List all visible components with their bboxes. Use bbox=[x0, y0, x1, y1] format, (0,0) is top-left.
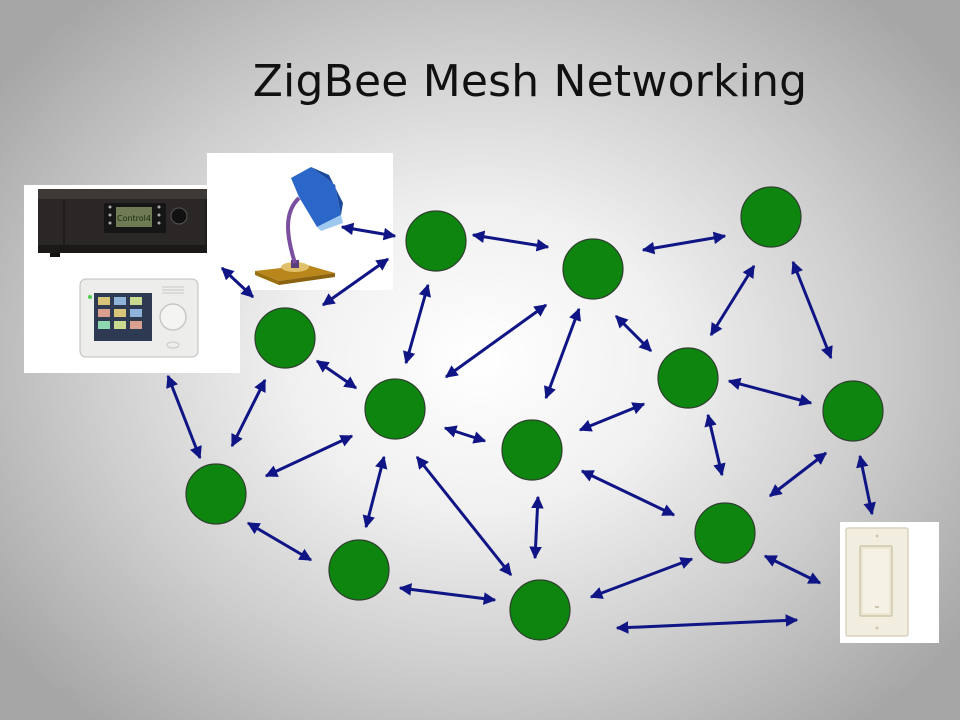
mesh-node-10 bbox=[694, 502, 756, 564]
bidirectional-link-arrow bbox=[614, 314, 653, 353]
bidirectional-link-arrow bbox=[340, 222, 397, 241]
bidirectional-link-arrow bbox=[321, 257, 390, 307]
bidirectional-link-arrow bbox=[769, 451, 827, 498]
bidirectional-link-arrow bbox=[791, 260, 833, 360]
bidirectional-link-arrow bbox=[166, 374, 202, 460]
bidirectional-link-arrow bbox=[763, 554, 822, 585]
bidirectional-link-arrow bbox=[398, 583, 497, 605]
mesh-node-11 bbox=[328, 539, 390, 601]
mesh-node-1 bbox=[405, 210, 467, 272]
switch-picture bbox=[840, 522, 939, 643]
bidirectional-link-arrow bbox=[362, 455, 388, 529]
mesh-node-7 bbox=[657, 347, 719, 409]
mesh-node-12 bbox=[509, 579, 571, 641]
av-receiver-icon: Control4 bbox=[38, 189, 230, 257]
desk-lamp-icon bbox=[255, 167, 343, 285]
bidirectional-link-arrow bbox=[315, 359, 358, 390]
bidirectional-link-arrow bbox=[471, 230, 550, 252]
bidirectional-link-arrow bbox=[230, 378, 267, 448]
mesh-node-2 bbox=[562, 238, 624, 300]
bidirectional-link-arrow bbox=[544, 307, 581, 400]
mesh-node-6 bbox=[501, 419, 563, 481]
bidirectional-link-arrow bbox=[443, 425, 487, 444]
bidirectional-link-arrow bbox=[220, 266, 255, 299]
bidirectional-link-arrow bbox=[704, 413, 726, 477]
touch-panel-icon bbox=[79, 278, 199, 358]
wall-switch-icon bbox=[845, 527, 909, 637]
bidirectional-link-arrow bbox=[709, 264, 756, 337]
mesh-node-5 bbox=[364, 378, 426, 440]
bidirectional-link-arrow bbox=[641, 231, 727, 255]
bidirectional-link-arrow bbox=[415, 456, 513, 576]
receiver-panel-picture: Control4 bbox=[24, 185, 240, 373]
mesh-node-9 bbox=[185, 463, 247, 525]
bidirectional-link-arrow bbox=[727, 377, 813, 407]
mesh-node-4 bbox=[254, 307, 316, 369]
receiver-screen-text: Control4 bbox=[117, 214, 151, 223]
bidirectional-link-arrow bbox=[403, 283, 431, 365]
bidirectional-link-arrow bbox=[264, 434, 354, 478]
bidirectional-link-arrow bbox=[529, 495, 544, 560]
mesh-node-8 bbox=[822, 380, 884, 442]
slide-title: ZigBee Mesh Networking bbox=[252, 56, 808, 107]
bidirectional-link-arrow bbox=[444, 303, 548, 379]
bidirectional-link-arrow bbox=[589, 557, 694, 599]
bidirectional-link-arrow bbox=[246, 521, 313, 562]
mesh-node-3 bbox=[740, 186, 802, 248]
bidirectional-link-arrow bbox=[615, 614, 799, 634]
bidirectional-link-arrow bbox=[580, 469, 676, 517]
bidirectional-link-arrow bbox=[856, 454, 876, 516]
bidirectional-link-arrow bbox=[578, 402, 646, 432]
